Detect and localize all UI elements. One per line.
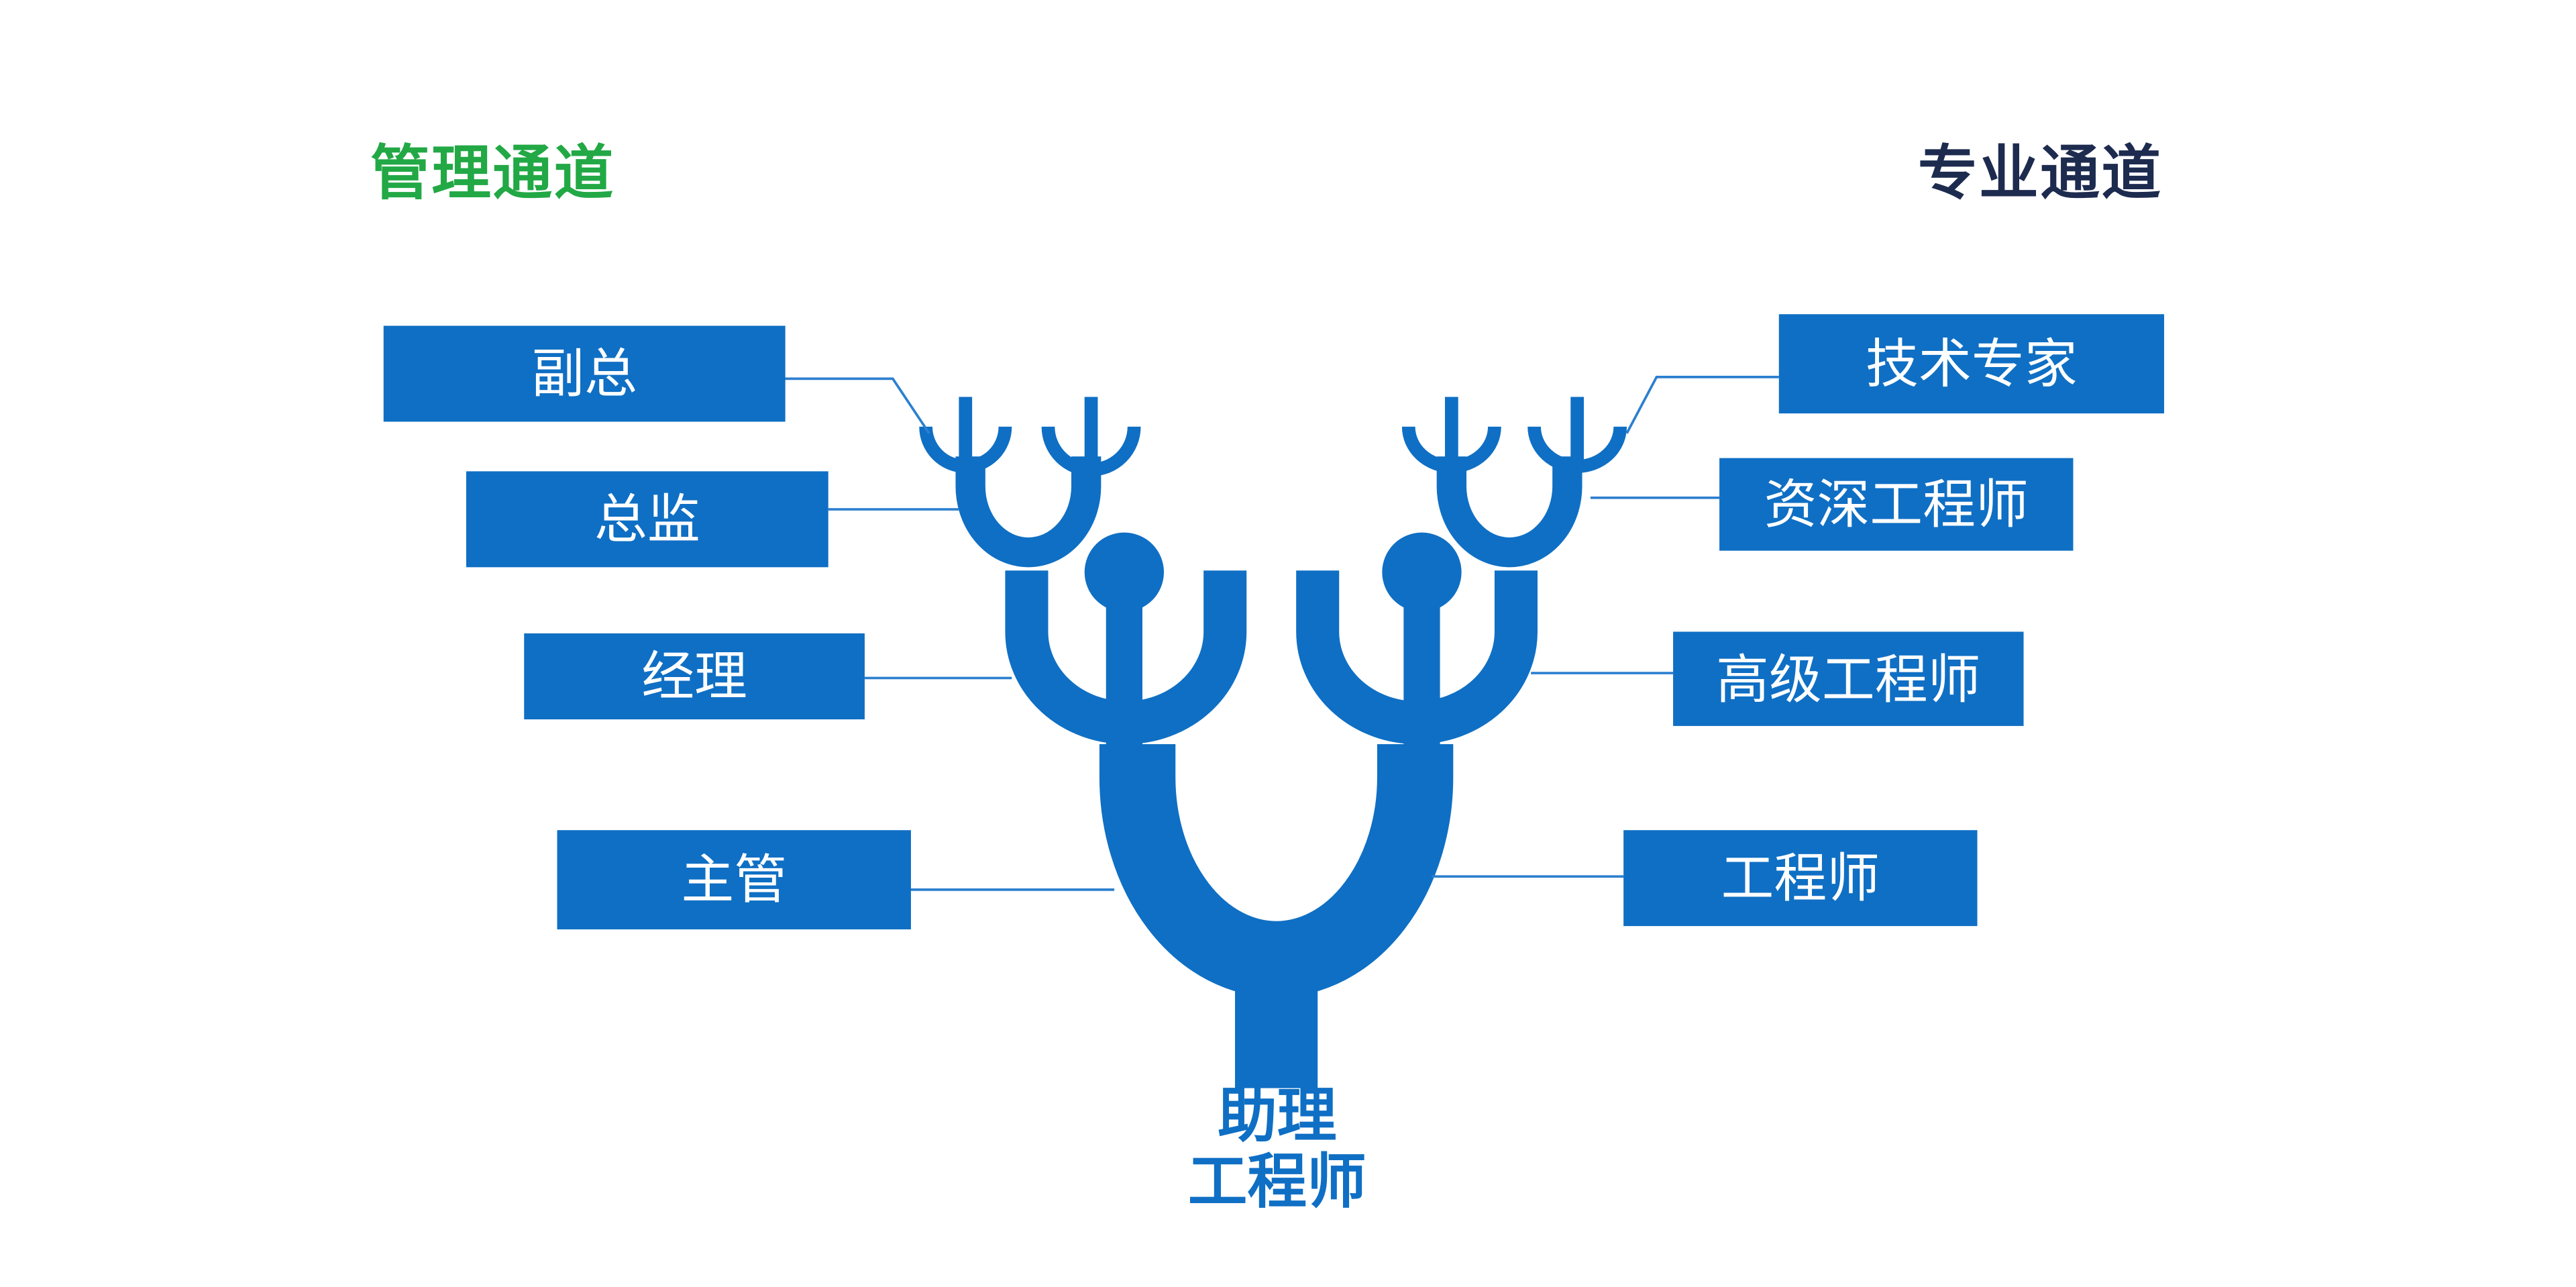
- level-box-senior-engineer: 资深工程师: [1719, 458, 2074, 551]
- level-box-vice-president: 副总: [383, 325, 786, 422]
- left-tip-b: [1041, 426, 1141, 476]
- connector-expert: [1625, 376, 1779, 434]
- right-bud: [1382, 532, 1462, 612]
- professional-track-heading: 专业通道: [1917, 140, 2163, 209]
- left-small-fork: [955, 456, 1102, 568]
- main-fork: [1099, 739, 1454, 998]
- root-label: 助理 工程师: [1157, 1083, 1397, 1217]
- connector-lines: [784, 376, 1779, 891]
- root-label-line2: 工程师: [1187, 1149, 1366, 1217]
- management-track-heading: 管理通道: [370, 140, 615, 209]
- level-box-tech-expert: 技术专家: [1778, 314, 2165, 414]
- tree-shape: [919, 397, 1627, 1088]
- level-box-supervisor: 主管: [557, 830, 911, 930]
- right-small-fork: [1436, 456, 1582, 568]
- level-box-engineer: 工程师: [1623, 830, 1978, 927]
- level-box-manager: 经理: [524, 633, 865, 720]
- level-box-director: 总监: [466, 471, 828, 568]
- connector-vp: [784, 377, 930, 434]
- level-box-advanced-engineer: 高级工程师: [1673, 631, 2024, 726]
- root-label-line1: 助理: [1218, 1083, 1337, 1151]
- left-bud: [1084, 532, 1165, 612]
